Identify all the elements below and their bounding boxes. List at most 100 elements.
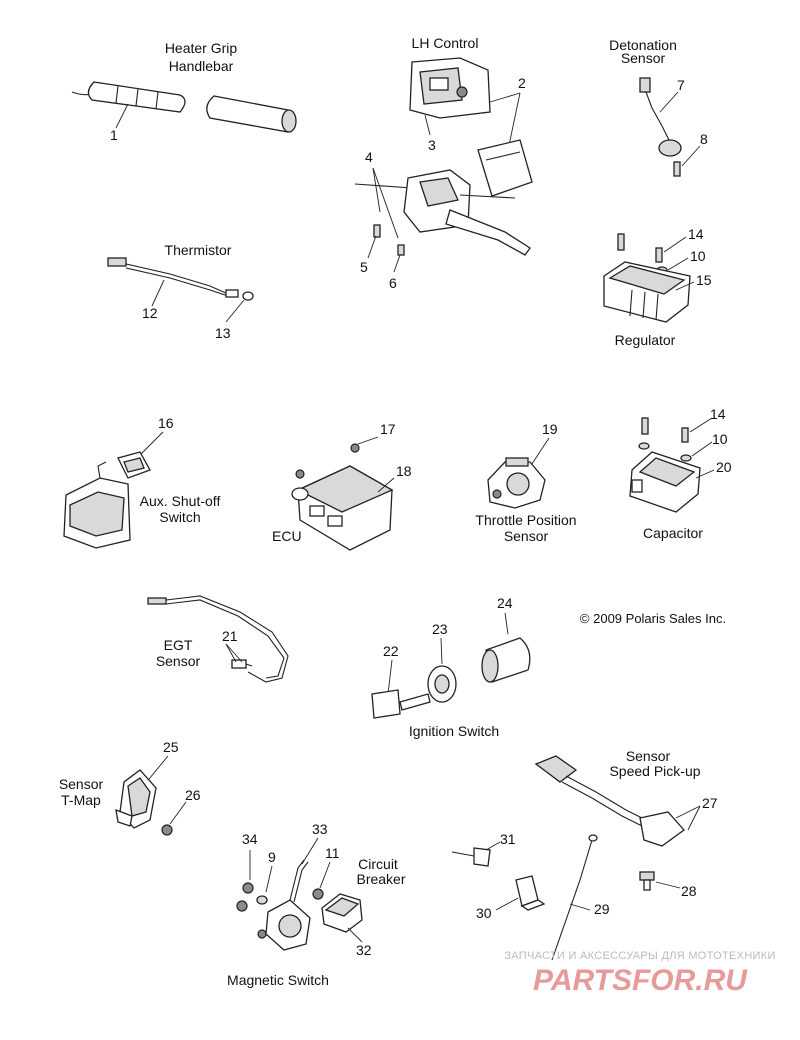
callout-30: 30 <box>476 905 492 921</box>
leader-16 <box>139 431 164 456</box>
leader-26 <box>169 801 187 825</box>
label-lh-control: LH Control <box>412 35 479 51</box>
leader-12 <box>151 279 165 307</box>
tps-part <box>487 457 546 509</box>
callout-7: 7 <box>677 77 685 93</box>
callout-20: 20 <box>716 459 732 475</box>
callout-3: 3 <box>428 137 436 153</box>
aux-switch-part <box>117 451 151 479</box>
callout-34: 34 <box>242 831 258 847</box>
callout-24: 24 <box>497 595 513 611</box>
ecu-part <box>291 465 394 551</box>
detonation-sensor-part <box>639 77 682 157</box>
magnetic-switch-group: 34 9 33 11 Circuit Breaker 32 Magnetic S… <box>227 821 406 988</box>
thermistor-part <box>107 257 254 301</box>
detonation-sensor-group: Detonation Sensor 7 8 <box>609 37 708 177</box>
label-aux-line2: Switch <box>159 509 200 525</box>
capacitor-washer-left <box>638 442 650 450</box>
label-speed-line1: Sensor <box>626 748 671 764</box>
ignition-switch-body <box>481 637 531 683</box>
leader-20 <box>695 469 715 479</box>
leader-32 <box>347 927 363 943</box>
label-ecu: ECU <box>272 528 302 544</box>
leader-4b <box>372 167 399 239</box>
leader-4a <box>372 167 381 213</box>
callout-15: 15 <box>696 272 712 288</box>
leader-29 <box>569 903 591 911</box>
callout-21: 21 <box>222 628 238 644</box>
tmap-group: 25 26 Sensor T-Map <box>59 739 201 836</box>
label-ignition: Ignition Switch <box>409 723 499 739</box>
label-tps-line2: Sensor <box>504 528 549 544</box>
label-aux-line1: Aux. Shut-off <box>140 493 221 509</box>
label-egt-line2: Sensor <box>156 653 201 669</box>
plug-part <box>451 847 491 867</box>
speed-pickup-part <box>534 755 685 847</box>
leader-10b <box>691 441 713 457</box>
leader-23 <box>440 637 443 665</box>
leader-14a <box>663 236 687 253</box>
nut-34 <box>242 882 254 894</box>
tmap-screw <box>161 824 173 836</box>
callout-32: 32 <box>356 942 372 958</box>
leader-14b <box>689 417 713 433</box>
regulator-screw-right <box>655 247 663 263</box>
leader-31 <box>485 841 501 851</box>
label-magnetic: Magnetic Switch <box>227 972 329 988</box>
leader-9 <box>265 865 273 893</box>
label-circuit-line1: Circuit <box>358 856 398 872</box>
callout-26: 26 <box>185 787 201 803</box>
callout-1: 1 <box>110 127 118 143</box>
callout-10a: 10 <box>690 248 706 264</box>
leader-17 <box>357 436 379 445</box>
label-tmap-line2: T-Map <box>61 792 101 808</box>
capacitor-washer-right <box>680 454 692 462</box>
screw-6 <box>397 244 405 256</box>
clip-part <box>515 875 546 911</box>
regulator-group: 14 10 15 Regulator <box>603 226 712 348</box>
label-capacitor: Capacitor <box>643 525 703 541</box>
callout-27: 27 <box>702 795 718 811</box>
ecu-nut-left <box>295 469 305 479</box>
callout-14b: 14 <box>710 406 726 422</box>
callout-14a: 14 <box>688 226 704 242</box>
tmap-sensor-part <box>115 769 157 829</box>
label-detonation-line2: Sensor <box>621 50 666 66</box>
lh-control-cover <box>477 139 533 197</box>
egt-sensor-part <box>147 595 289 683</box>
leader-15 <box>675 281 695 291</box>
heater-grip-part <box>87 81 186 113</box>
leader-24 <box>504 612 509 635</box>
leader-7 <box>659 91 679 113</box>
leader-33 <box>301 837 319 865</box>
capacitor-screw-right <box>681 427 689 443</box>
leader-10a <box>667 257 689 271</box>
leader-2b <box>507 92 521 151</box>
callout-33: 33 <box>312 821 328 837</box>
handlebar-grip-part <box>206 95 297 133</box>
leader-28 <box>655 881 681 889</box>
callout-28: 28 <box>681 883 697 899</box>
leader-1 <box>115 103 129 129</box>
aux-switch-group: 16 Aux. Shut-off Switch <box>63 415 221 549</box>
label-heater-grip-line2: Handlebar <box>169 58 234 74</box>
circuit-breaker-part <box>321 893 363 933</box>
leader-21a <box>225 643 237 663</box>
callout-2: 2 <box>518 75 526 91</box>
callout-16: 16 <box>158 415 174 431</box>
label-speed-line2: Speed Pick-up <box>609 763 700 779</box>
copyright-text: © 2009 Polaris Sales Inc. <box>580 611 726 626</box>
watermark-tagline: ЗАПЧАСТИ И АКСЕССУАРЫ ДЛЯ МОТОТЕХНИКИ <box>504 950 775 962</box>
callout-22: 22 <box>383 643 399 659</box>
leader-6 <box>393 254 401 273</box>
callout-29: 29 <box>594 901 610 917</box>
regulator-part <box>603 261 691 323</box>
callout-13: 13 <box>215 325 231 341</box>
callout-12: 12 <box>142 305 158 321</box>
callout-17: 17 <box>380 421 396 437</box>
lh-control-group: LH Control 3 2 4 <box>354 35 533 291</box>
label-heater-grip-line1: Heater Grip <box>165 40 238 56</box>
capacitor-group: 14 10 20 Capacitor <box>629 406 732 541</box>
label-circuit-line2: Breaker <box>356 871 405 887</box>
